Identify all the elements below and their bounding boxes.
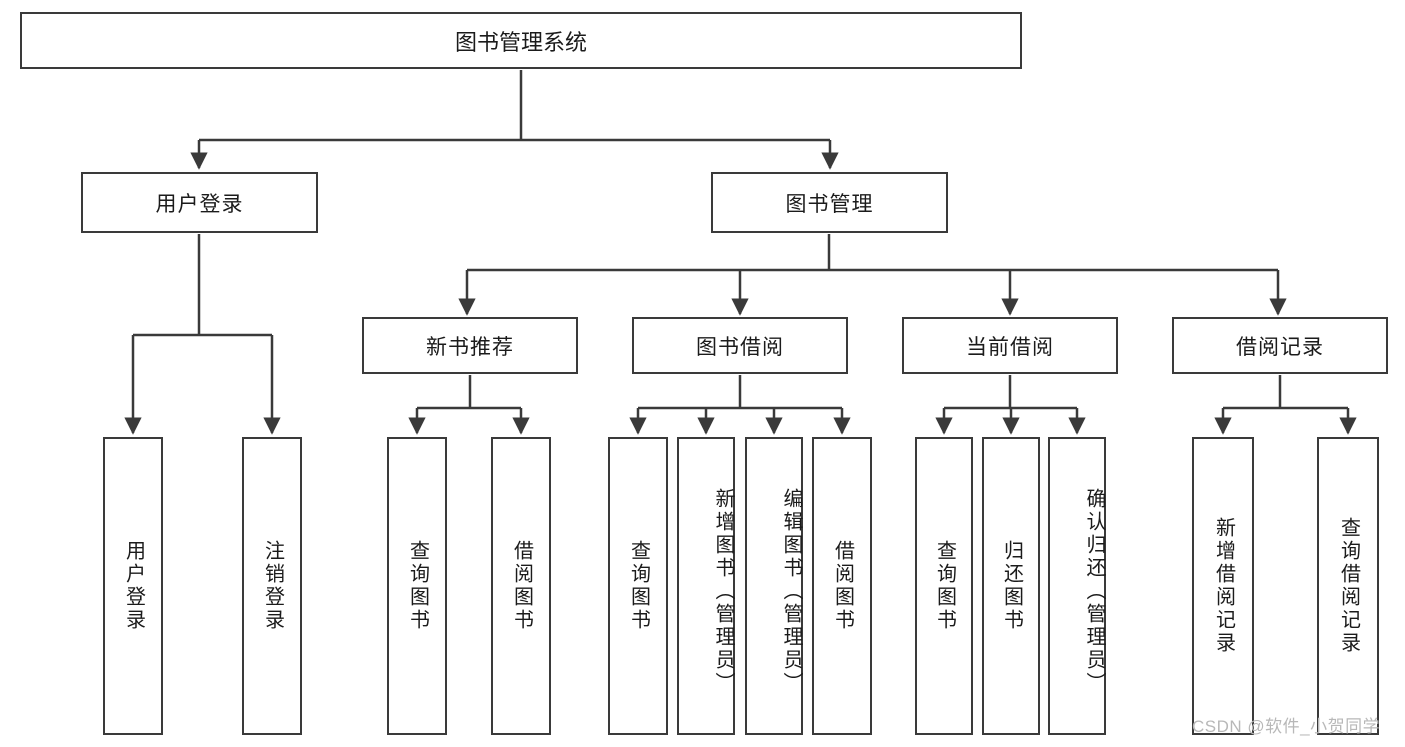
node-leaf-query-book-1[interactable]: 查询图书	[387, 437, 447, 735]
node-leaf-query-book-2-label: 查询图书	[627, 540, 650, 632]
node-leaf-user-login[interactable]: 用户登录	[103, 437, 163, 735]
node-book-borrow[interactable]: 图书借阅	[632, 317, 848, 374]
node-leaf-confirm-return[interactable]: 确认归还（管理员）	[1048, 437, 1106, 735]
node-leaf-query-book-3[interactable]: 查询图书	[915, 437, 973, 735]
node-borrow-record[interactable]: 借阅记录	[1172, 317, 1388, 374]
node-leaf-return-book[interactable]: 归还图书	[982, 437, 1040, 735]
node-leaf-return-book-label: 归还图书	[1000, 540, 1023, 632]
node-leaf-borrow-book-2[interactable]: 借阅图书	[812, 437, 872, 735]
node-leaf-logout-label: 注销登录	[261, 540, 284, 632]
node-leaf-query-book-3-label: 查询图书	[933, 540, 956, 632]
csdn-watermark: CSDN @软件_小贺同学	[1192, 717, 1381, 736]
node-borrow-record-label: 借阅记录	[1236, 335, 1324, 359]
node-leaf-borrow-book-2-label: 借阅图书	[831, 540, 854, 632]
node-current-borrow[interactable]: 当前借阅	[902, 317, 1118, 374]
node-leaf-query-record[interactable]: 查询借阅记录	[1317, 437, 1379, 735]
node-new-book-rec[interactable]: 新书推荐	[362, 317, 578, 374]
node-user-login[interactable]: 用户登录	[81, 172, 318, 233]
node-leaf-logout[interactable]: 注销登录	[242, 437, 302, 735]
node-leaf-query-book-1-label: 查询图书	[406, 540, 429, 632]
node-leaf-add-book[interactable]: 新增图书（管理员）	[677, 437, 735, 735]
node-leaf-add-record-label: 新增借阅记录	[1212, 517, 1235, 655]
node-book-manage-label: 图书管理	[785, 192, 874, 216]
node-leaf-edit-book-label: 编辑图书（管理员）	[780, 487, 802, 695]
node-leaf-query-record-label: 查询借阅记录	[1337, 517, 1360, 655]
node-leaf-add-record[interactable]: 新增借阅记录	[1192, 437, 1254, 735]
node-leaf-query-book-2[interactable]: 查询图书	[608, 437, 668, 735]
node-leaf-add-book-label: 新增图书（管理员）	[712, 487, 734, 695]
node-leaf-edit-book[interactable]: 编辑图书（管理员）	[745, 437, 803, 735]
node-root-label: 图书管理系统	[454, 29, 587, 55]
node-new-book-rec-label: 新书推荐	[426, 335, 514, 359]
node-leaf-borrow-book-1[interactable]: 借阅图书	[491, 437, 551, 735]
node-user-login-label: 用户登录	[155, 192, 244, 216]
node-book-manage[interactable]: 图书管理	[711, 172, 948, 233]
node-root[interactable]: 图书管理系统	[20, 12, 1022, 69]
node-current-borrow-label: 当前借阅	[966, 335, 1054, 359]
node-leaf-user-login-label: 用户登录	[122, 540, 145, 632]
node-leaf-confirm-return-label: 确认归还（管理员）	[1083, 487, 1105, 695]
node-leaf-borrow-book-1-label: 借阅图书	[510, 540, 533, 632]
node-book-borrow-label: 图书借阅	[696, 335, 784, 359]
